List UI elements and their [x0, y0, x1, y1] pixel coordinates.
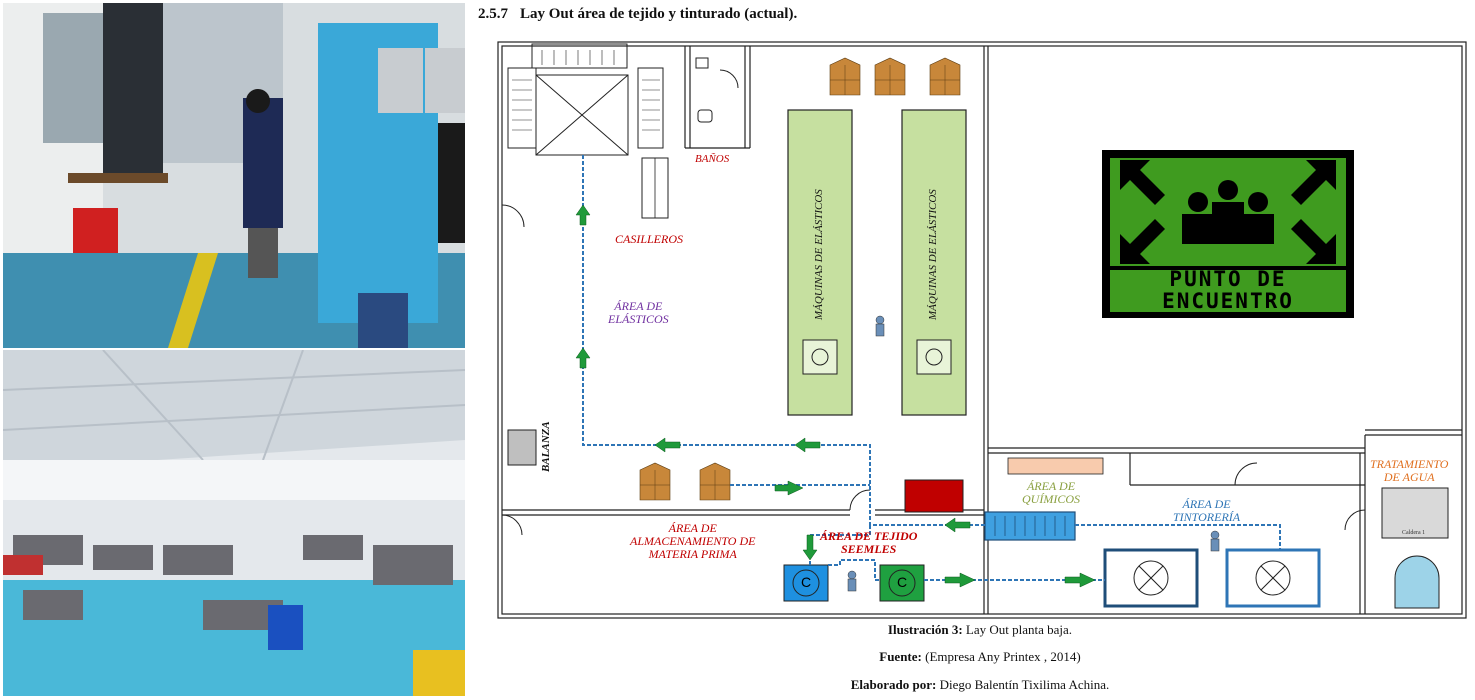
label-area-tejido: ÁREA DE TEJIDO SEEMLES — [820, 529, 918, 556]
section-title: Lay Out área de tejido y tinturado (actu… — [520, 6, 798, 22]
label-area-tintoreria: ÁREA DE TINTORERÍA — [1173, 497, 1241, 524]
label-machine-c-green: C — [897, 574, 908, 590]
label-area-quimicos: ÁREA DE QUÍMICOS — [1022, 479, 1080, 506]
section-number: 2.5.7 — [478, 6, 508, 22]
caption-source: Fuente: (Empresa Any Printex , 2014) — [879, 649, 1081, 664]
assembly-point-sign: PUNTO DE ENCUENTRO — [1162, 267, 1294, 313]
label-maquinas-2: MÁQUINAS DE ELÁSTICOS — [927, 189, 939, 321]
label-area-elasticos: ÁREA DE ELÁSTICOS — [608, 299, 669, 326]
label-banos: BAÑOS — [695, 153, 730, 165]
label-machine-c-blue: C — [801, 574, 812, 590]
section-heading: 2.5.7 Lay Out área de tejido y tinturado … — [478, 6, 797, 23]
caption-illustration: Ilustración 3: Lay Out planta baja. — [887, 622, 1073, 637]
label-tratamiento-agua: TRATAMIENTO DE AGUA — [1370, 457, 1449, 484]
flow-arrows — [575, 204, 1096, 588]
label-casilleros: CASILLEROS — [615, 232, 684, 246]
floor-plan: BAÑOS CASILLEROS ÁREA DE ELÁSTICOS MÁQUI… — [490, 30, 1475, 620]
label-maquinas-1: MÁQUINAS DE ELÁSTICOS — [813, 189, 825, 321]
label-almacenamiento: ÁREA DE ALMACENAMIENTO DE MATERIA PRIMA — [630, 521, 756, 561]
caption-author: Elaborado por: Diego Balentín Tixilima A… — [850, 677, 1110, 692]
factory-photo-dyeing — [3, 3, 465, 348]
label-caldera: Caldera 1 — [1402, 530, 1426, 536]
boxes-stacks — [639, 57, 961, 501]
factory-photo-sewing-hall — [3, 350, 465, 696]
label-balanza: BALANZA — [540, 421, 552, 472]
